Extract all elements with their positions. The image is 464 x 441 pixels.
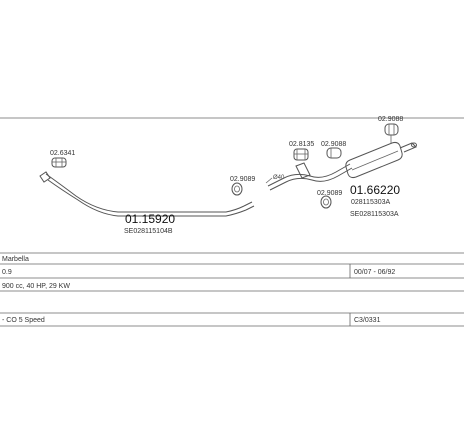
rear-box-number: 01.66220 xyxy=(350,183,400,197)
info-table xyxy=(0,252,464,327)
table-specs: 900 cc, 40 HP, 29 KW xyxy=(2,283,70,290)
clamp-mid-label: 02.9089 xyxy=(230,176,255,183)
front-pipe[interactable] xyxy=(39,171,255,217)
rear-box-oe2: SE028115303A xyxy=(350,211,399,218)
table-ref: C3/0331 xyxy=(354,317,381,324)
clamp-mid[interactable] xyxy=(231,182,243,196)
clamp-center-label: 02.8135 xyxy=(289,141,314,148)
clamp-left[interactable] xyxy=(51,157,67,168)
front-pipe-number: 01.15920 xyxy=(125,212,175,226)
clamp-left-label: 02.6341 xyxy=(50,150,75,157)
hanger-top-right[interactable] xyxy=(384,123,399,144)
rear-box-oe: 028115303A xyxy=(351,199,391,206)
gasket-center-label: 02.9088 xyxy=(321,141,346,148)
table-model: Marbella xyxy=(2,256,29,263)
diameter-note: Ø40 xyxy=(273,175,285,181)
rear-silencer[interactable] xyxy=(345,141,417,179)
table-date-range: 00/07 - 06/92 xyxy=(354,269,395,276)
clamp-right-low[interactable] xyxy=(320,195,332,209)
clamp-right-low-label: 02.9089 xyxy=(317,190,342,197)
front-pipe-oe: SE028115104B xyxy=(124,228,173,235)
table-engine: 0.9 xyxy=(2,269,12,276)
hanger-top-right-label: 02.9088 xyxy=(378,116,403,123)
table-gearbox: - CO 5 Speed xyxy=(2,317,45,324)
clamp-center[interactable] xyxy=(293,148,309,161)
intermediate-pipe[interactable] xyxy=(267,162,353,191)
gasket-center[interactable] xyxy=(326,147,342,159)
